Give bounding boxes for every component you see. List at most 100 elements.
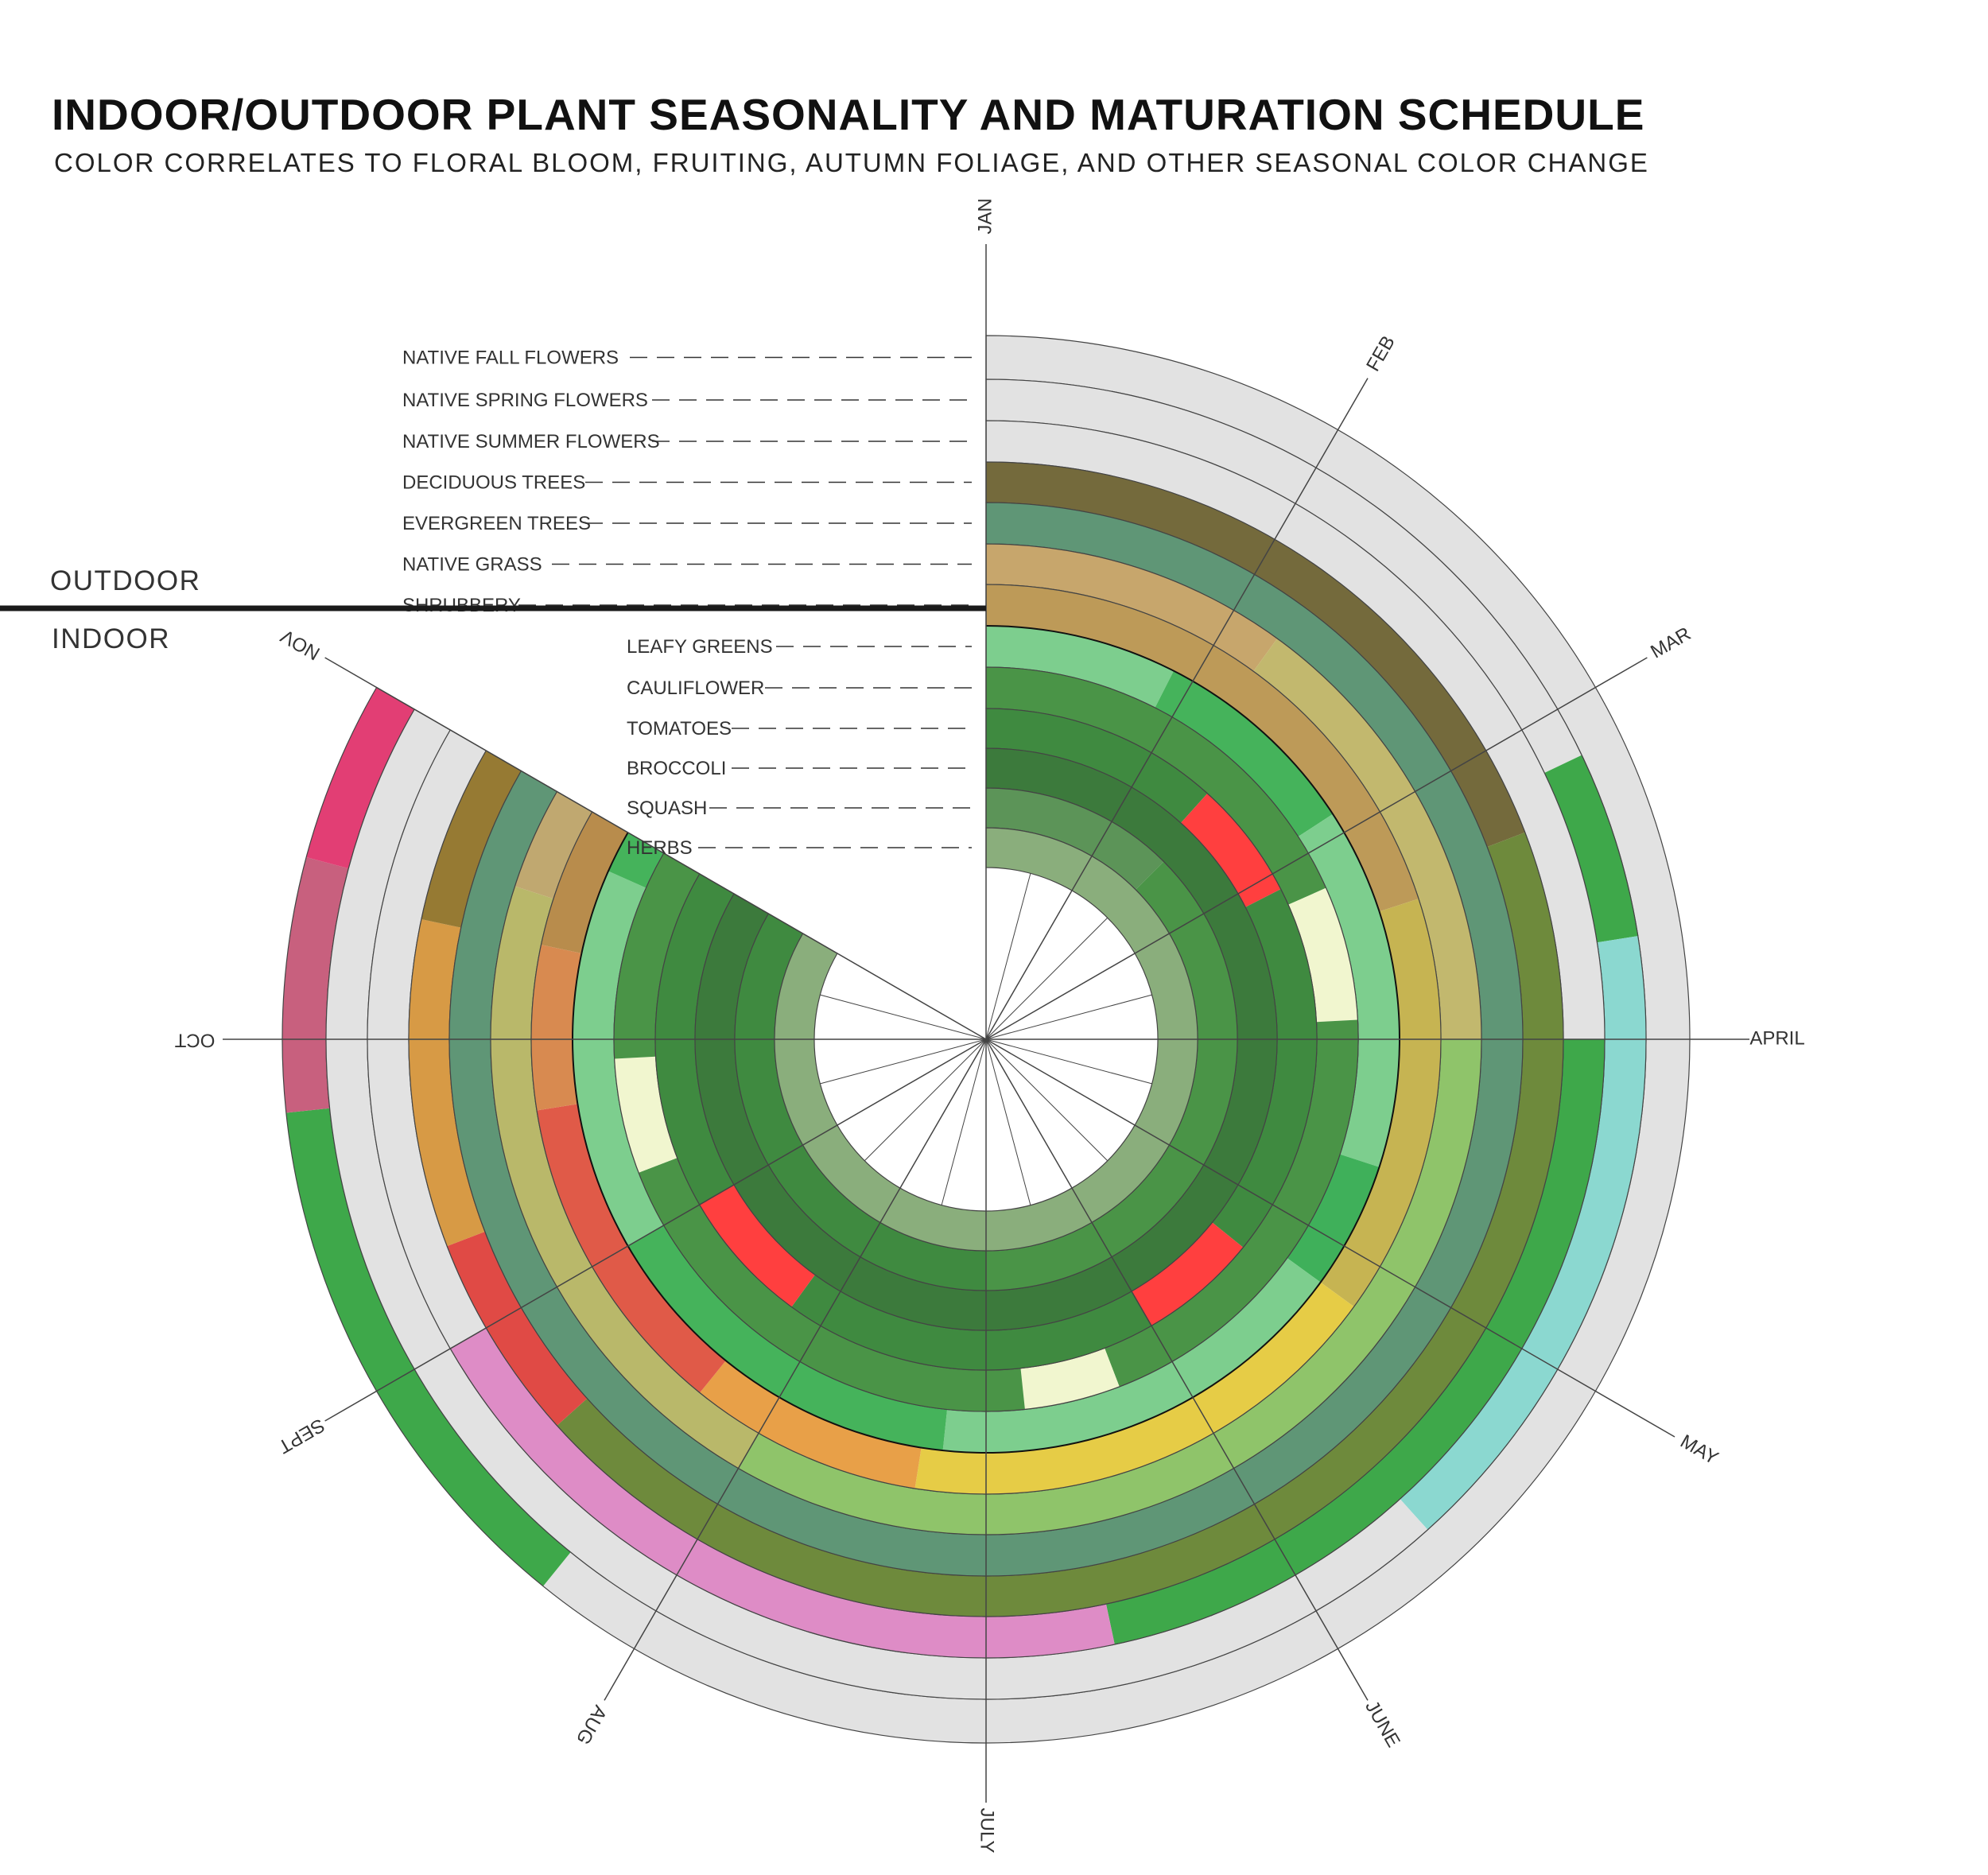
minor-spoke [985,917,1109,1040]
indoor-ring-1 [572,625,1400,1454]
outdoor-ring-7 [530,584,1442,1495]
minor-spoke [864,1038,987,1162]
spoke-line [985,657,1648,1040]
indoor-segment [986,788,1164,890]
indoor-segment [986,626,1175,708]
outdoor-segment [531,945,582,1111]
spoke-line [985,1038,1369,1701]
spoke-line [985,1038,1675,1438]
indoor-segment [1288,887,1358,1023]
series-label: HERBS [627,837,693,859]
series-label: EVERGREEN TREES [402,513,591,534]
series-label: NATIVE GRASS [402,554,542,576]
month-label: MAY [1676,1431,1722,1469]
outdoor-segment [306,687,415,869]
outdoor-segment [986,544,1278,672]
minor-spoke [820,994,987,1040]
outdoor-segment [1544,755,1638,943]
spokes-group [223,244,1749,1803]
series-label: NATIVE SPRING FLOWERS [402,390,648,411]
month-label: NOV [277,625,324,664]
series-label: CAULIFLOWER [627,677,764,699]
series-label: TOMATOES [627,718,732,740]
spoke-line [604,1038,987,1701]
series-label: LEAFY GREENS [627,636,773,658]
series-label: SQUASH [627,798,707,819]
chart-title: INDOOR/OUTDOOR PLANT SEASONALITY AND MAT… [52,90,1645,139]
minor-spoke [985,1038,1152,1085]
series-label: DECIDUOUS TREES [402,472,585,494]
month-label: OCT [174,1030,215,1051]
labels-group: JAN FEB MAR APRIL MAY JUNE JULY AUG SEPT OCT NOV DE… [174,198,1804,1853]
indoor-segment [614,1056,678,1173]
outdoor-segment [325,709,1428,1700]
indoor-segment [1020,1348,1120,1410]
outdoor-segment [450,1328,1115,1658]
minor-spoke [985,873,1031,1040]
indoor-segment [1287,1154,1380,1283]
indoor-ring-6 [774,827,1198,1252]
spoke-line [985,378,1369,1040]
minor-spoke [985,1038,1031,1205]
month-label: APRIL [1749,1027,1804,1049]
series-label: NATIVE SUMMER FLOWERS [402,431,660,452]
outdoor-segment [986,421,1605,1039]
minor-spoke [941,1038,987,1205]
month-label: JULY [977,1808,998,1854]
month-label: MAR [1647,623,1695,662]
outdoor-segment [1253,638,1481,1039]
indoor-segment [613,853,700,1059]
spoke-line [324,1038,987,1422]
outdoor-segment [1320,899,1441,1307]
rings-group [282,335,1691,1744]
month-label: FEB [1362,332,1400,375]
outdoor-ring-6 [490,543,1482,1535]
minor-spoke [985,1038,1109,1162]
spoke-line [324,657,987,1040]
minor-spoke [820,1038,987,1085]
outdoor-segment [285,1108,571,1586]
indoor-segment [1212,889,1317,1248]
month-label: JAN [974,198,996,234]
indoor-segment [572,871,664,1246]
indoor-segment [1298,813,1400,1167]
indoor-segment [1132,1222,1244,1326]
outdoor-segment [367,730,487,1349]
indoor-segment [791,1275,1151,1371]
indoor-segment [942,1258,1321,1453]
outdoor-segment [514,791,592,899]
outdoor-segment [986,379,1582,774]
minor-spoke [985,994,1152,1040]
outdoor-segment [1400,936,1646,1530]
month-label: AUG [572,1702,611,1749]
chart-subtitle: COLOR CORRELATES TO FLORAL BLOOM, FRUITI… [54,148,1649,177]
outdoor-segment [541,812,628,953]
indoor-segment [986,861,1237,1291]
outdoor-label: OUTDOOR [50,565,200,596]
indoor-label: INDOOR [52,623,170,654]
series-label: NATIVE FALL FLOWERS [402,347,619,369]
outdoor-segment [490,886,759,1469]
outdoor-segment [421,751,522,928]
outdoor-segment [700,1361,922,1489]
indoor-segment [1180,793,1281,907]
month-label: JUNE [1361,1697,1404,1751]
outdoor-segment [537,1104,726,1393]
indoor-segment [699,1185,815,1307]
outdoor-segment [409,919,485,1247]
outdoor-segment [986,584,1419,912]
indoor-segment [1105,1019,1358,1387]
indoor-segment [735,914,986,1291]
month-label: SEPT [274,1414,328,1458]
indoor-segment [986,708,1208,824]
indoor-segment [1155,670,1334,837]
outdoor-segment [914,1282,1354,1494]
outdoor-segment [447,1231,588,1426]
outdoor-ring-3 [367,420,1606,1659]
indoor-ring-outline [774,827,1198,1252]
indoor-segment [608,833,664,888]
outdoor-segment [738,1039,1481,1535]
series-label: BROCCOLI [627,758,726,779]
